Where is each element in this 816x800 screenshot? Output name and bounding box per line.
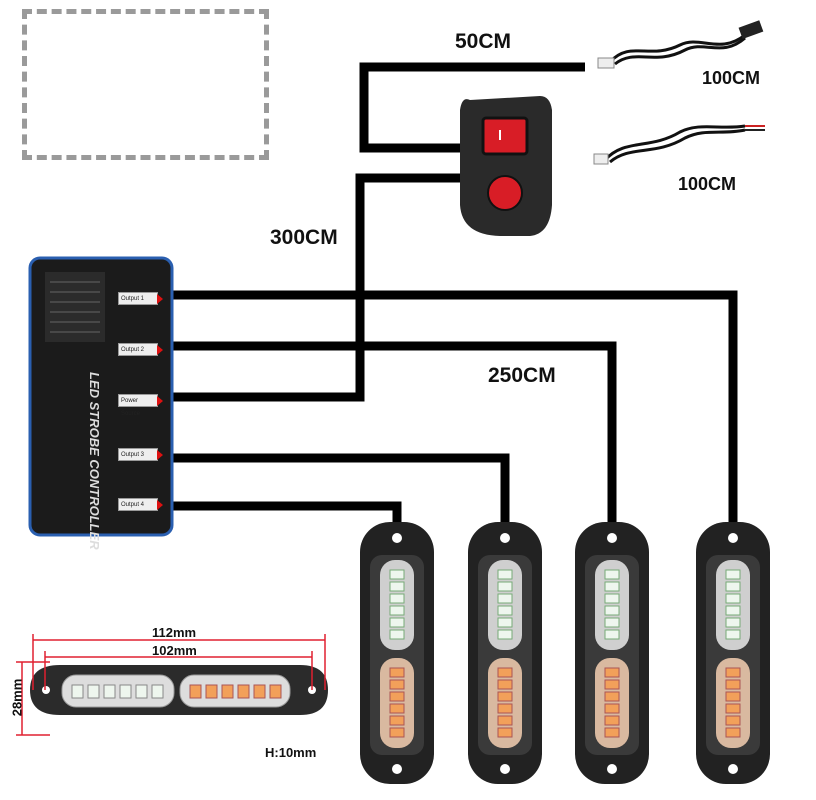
- wires: [168, 62, 738, 530]
- controller-output-2: Output 2: [118, 343, 163, 356]
- strobe-light-bar: [575, 522, 649, 784]
- wire-output2: [168, 341, 617, 530]
- placeholder-box: [22, 9, 269, 160]
- rocker-switch: [481, 116, 529, 156]
- wire-output4: [168, 501, 402, 530]
- switch-box: [460, 96, 552, 236]
- label-50cm: 50CM: [455, 30, 512, 53]
- wire-output3: [168, 453, 510, 530]
- dimension-light: [16, 634, 328, 736]
- label-300cm: 300CM: [270, 226, 338, 249]
- bare-wire-cable: [593, 124, 765, 165]
- controller-output-1: Output 1: [118, 292, 163, 305]
- dimension-28mm: 28mm: [9, 678, 25, 717]
- wire-output1: [168, 290, 738, 530]
- controller-output-4: Output 4: [118, 498, 163, 511]
- controller-output-3: Output 3: [118, 448, 163, 461]
- strobe-lights: [360, 522, 770, 784]
- strobe-light-bar: [468, 522, 542, 784]
- plug-cable-top: [597, 20, 764, 69]
- label-100cm-top: 100CM: [702, 68, 761, 88]
- controller-title: LED STROBE CONTROLLER: [87, 372, 102, 550]
- dimension-thickness: H:10mm: [265, 745, 317, 760]
- wire-power-to-switch: [359, 62, 585, 153]
- dimension-112mm: 112mm: [152, 625, 197, 640]
- push-button: [487, 175, 523, 211]
- controller-box: [28, 256, 174, 537]
- label-100cm-bottom: 100CM: [678, 174, 737, 194]
- dimension-102mm: 102mm: [152, 643, 197, 658]
- controller-power-source: Power Source: [118, 394, 163, 417]
- wire-switch-to-controller: [168, 173, 470, 402]
- strobe-light-bar: [360, 522, 434, 784]
- label-250cm: 250CM: [488, 364, 556, 387]
- strobe-light-bar: [696, 522, 770, 784]
